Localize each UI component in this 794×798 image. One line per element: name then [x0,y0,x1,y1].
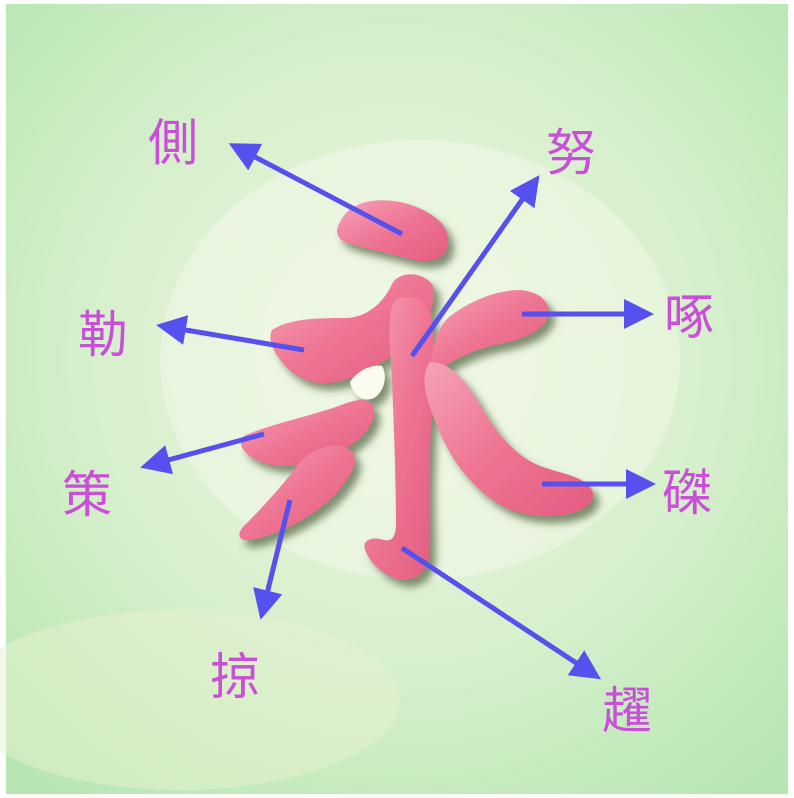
label-lve: 掠 [210,648,260,706]
label-le: 勒 [78,306,128,364]
label-ce: 側 [148,114,198,172]
label-ce2: 策 [62,466,112,524]
label-nu: 努 [546,124,596,182]
label-ti: 趯 [602,682,652,740]
label-zhuo: 啄 [664,288,714,346]
label-zhe: 磔 [662,464,712,522]
